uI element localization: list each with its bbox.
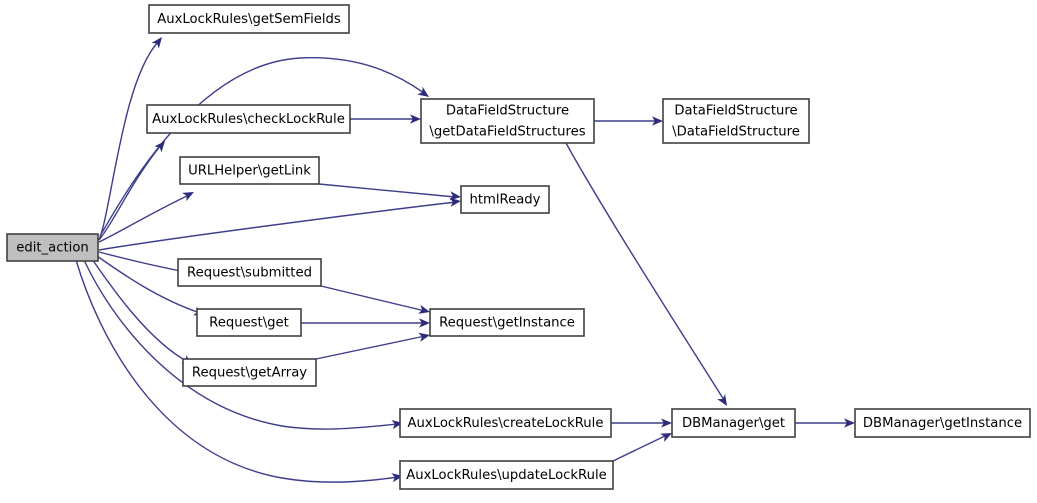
node-label: Request\getArray [192,366,307,381]
edge-updateLockRule-to-dbGet [612,433,672,462]
node-label: DBManager\get [682,416,785,431]
edge-checkLockRule-to-getDataFieldStructures [350,114,421,124]
node-label: AuxLockRules\createLockRule [408,416,604,431]
node-box[interactable] [177,258,322,287]
arrowhead-icon [449,197,461,207]
edge-submitted-to-getInstance [320,285,430,314]
node-getInstance[interactable]: Request\getInstance [429,308,585,337]
node-getSemFields[interactable]: AuxLockRules\getSemFields [148,4,350,34]
node-box[interactable] [399,408,612,438]
node-label: Request\get [209,316,289,331]
node-getLink[interactable]: URLHelper\getLink [179,156,320,185]
arrowhead-icon [661,418,672,428]
node-box[interactable] [179,156,320,185]
node-edit_action[interactable]: edit_action [6,233,99,262]
node-label: AuxLockRules\checkLockRule [152,112,345,127]
node-htmlReady[interactable]: htmlReady [460,185,550,214]
node-box[interactable] [196,308,302,337]
node-box[interactable] [148,4,350,34]
edge-edit_action-to-getSemFields [98,37,162,241]
node-label: URLHelper\getLink [188,164,311,179]
node-label: Request\getInstance [439,316,575,331]
edge-edit_action-to-getLink [98,192,194,243]
arrowhead-icon [652,116,663,126]
node-box[interactable] [6,233,99,262]
edge-edit_action-to-checkLockRule [98,141,165,241]
node-box[interactable] [420,98,595,144]
edge-createLockRule-to-dbGet [611,418,672,428]
node-label: DBManager\getInstance [863,416,1022,431]
arrowhead-icon [418,304,430,314]
node-checkLockRule[interactable]: AuxLockRules\checkLockRule [146,104,351,134]
arrowhead-icon [154,141,165,153]
nodes-layer: edit_action AuxLockRules\getSemFieldsAuxL… [6,4,1031,490]
edge-getDataFieldStructures-to-dbGet [565,142,727,406]
node-getDataFieldStructures[interactable]: DataFieldStructure\getDataFieldStructure… [420,98,595,144]
node-createLockRule[interactable]: AuxLockRules\createLockRule [399,408,612,438]
arrowhead-icon [151,37,162,49]
arrowhead-icon [410,114,421,124]
arrowhead-icon [417,86,429,97]
edge-dbGet-to-dbGetInstance [795,418,855,428]
node-dbGet[interactable]: DBManager\get [671,408,796,438]
node-dbGetInstance[interactable]: DBManager\getInstance [854,408,1031,438]
edge-edit_action-to-htmlReady [98,197,461,251]
node-box[interactable] [854,408,1031,438]
node-label: Request\submitted [187,266,312,281]
node-box[interactable] [182,358,317,387]
edge-getArray-to-getInstance [315,332,430,360]
node-label: AuxLockRules\updateLockRule [406,468,607,483]
node-label: htmlReady [470,193,541,208]
edge-edit_action-to-getDataFieldStructures [99,57,429,237]
node-box[interactable] [662,98,810,144]
node-updateLockRule[interactable]: AuxLockRules\updateLockRule [399,460,614,490]
arrowhead-icon [660,433,672,442]
node-label: edit_action [16,241,89,256]
node-label: DataFieldStructure\getDataFieldStructure… [429,104,585,140]
arrowhead-icon [182,192,194,202]
node-box[interactable] [429,308,585,337]
node-box[interactable] [399,460,614,490]
edge-getLink-to-htmlReady [318,183,461,201]
node-DataFieldStructure[interactable]: DataFieldStructure\DataFieldStructure [662,98,810,144]
node-getArray[interactable]: Request\getArray [182,358,317,387]
edge-requestGet-to-getInstance [301,318,430,328]
node-requestGet[interactable]: Request\get [196,308,302,337]
node-box[interactable] [460,185,550,214]
arrowhead-icon [418,332,430,342]
node-submitted[interactable]: Request\submitted [177,258,322,287]
node-label: AuxLockRules\getSemFields [157,12,341,27]
arrowhead-icon [717,394,727,406]
arrowhead-icon [844,418,855,428]
arrowhead-icon [449,191,461,201]
arrowhead-icon [419,318,430,328]
edge-getDataFieldStructures-to-DataFieldStructure [594,116,663,126]
node-box[interactable] [671,408,796,438]
node-box[interactable] [146,104,351,134]
node-label: DataFieldStructure\DataFieldStructure [672,104,800,140]
